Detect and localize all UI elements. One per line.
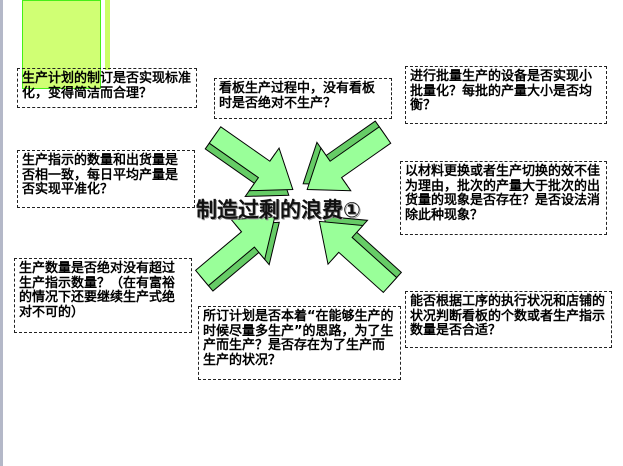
question-box-kanban-count: 能否根据工序的执行状况和店铺的状况判断看板的个数或者生产指示数量是否合适？ (405, 291, 612, 348)
question-box-kanban: 看板生产过程中，没有看板时是否绝对不生产？ (214, 78, 392, 119)
slide-left-edge (0, 0, 3, 466)
decorative-green-strip (105, 0, 110, 70)
question-box-plan-mindset: 所订计划是否本着“在能够生产的时候尽量多生产”的思路，为了生产而生产？是否存在为… (198, 306, 401, 380)
question-box-production-instruction: 生产指示的数量和出货量是否相一致，每日平均产量是否实现平准化？ (17, 150, 195, 208)
question-box-changeover: 以材料更换或者生产切换的效不佳为理由，批次的产量大于批次的出货量的现象是否存在？… (400, 161, 607, 235)
question-box-plan-standardization: 生产计划的制订是否实现标准化，变得简洁而合理？ (17, 68, 197, 108)
decorative-green-rectangle (22, 0, 101, 89)
question-box-batch-equipment: 进行批量生产的设备是否实现小批量化？每批的产量大小是否均衡？ (405, 66, 607, 124)
question-box-production-quantity: 生产数量是否绝对没有超过生产指示数量？（在有富裕的情况下还要继续生产式绝对不可的… (14, 258, 192, 333)
diagram-title: 制造过剩的浪费① (196, 198, 361, 222)
